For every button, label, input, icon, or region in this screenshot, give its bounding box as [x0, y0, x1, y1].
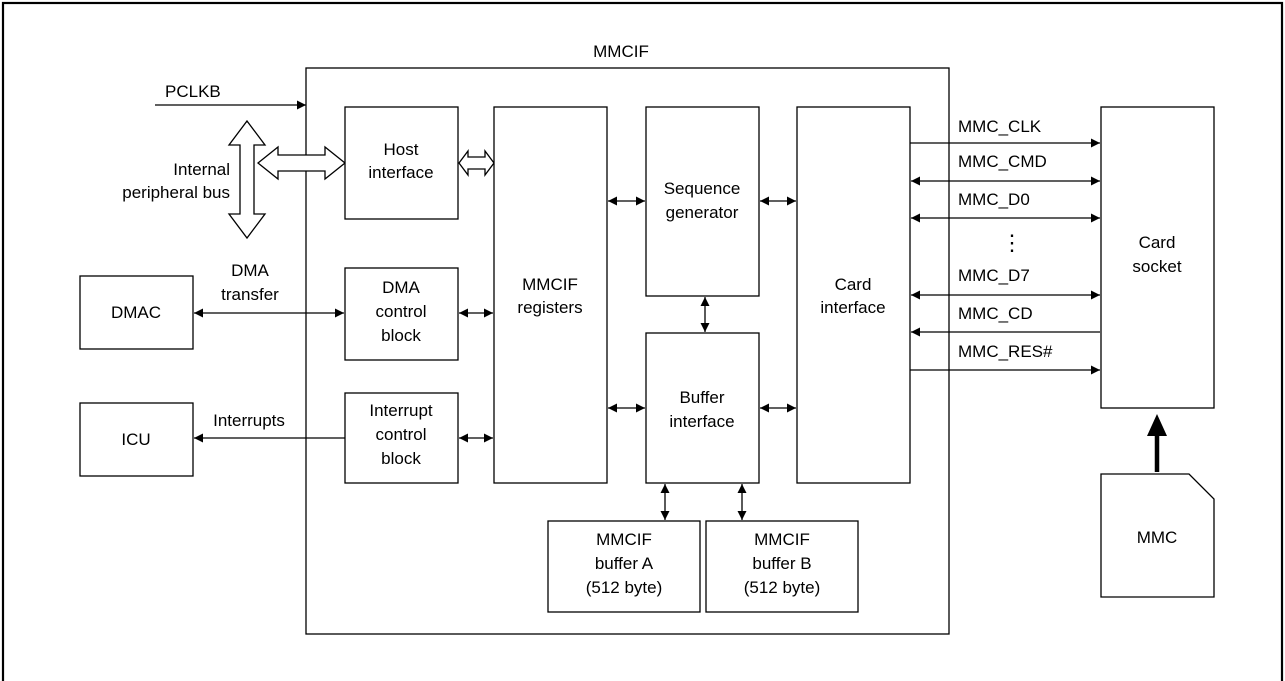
dma-transfer-label-line1: DMA: [231, 261, 269, 280]
icu-block: [79, 402, 194, 477]
buffer-a-label-line3: (512 byte): [586, 578, 663, 597]
sequence-generator-label-line1: Sequence: [664, 179, 741, 198]
interrupt-control-label-line2: control: [375, 425, 426, 444]
buffer-a-block: [547, 520, 701, 613]
mmc-card: [1100, 473, 1215, 598]
host-interface-label-line2: interface: [368, 163, 433, 182]
mmc-label: MMC: [1137, 528, 1178, 547]
buffer-a-label-line1: MMCIF: [596, 530, 652, 549]
internal-bus-label-line1: Internal: [173, 160, 230, 179]
buffer-b-label-line2: buffer B: [752, 554, 811, 573]
mmc-d7-label: MMC_D7: [958, 266, 1030, 285]
mmc-cmd-label: MMC_CMD: [958, 152, 1047, 171]
host-interface-label-line1: Host: [384, 140, 419, 159]
internal-bus-vertical-arrow: [227, 119, 267, 240]
internal-bus-label-line2: peripheral bus: [122, 183, 230, 202]
dmac-label: DMAC: [111, 303, 161, 322]
registers-label-line2: registers: [517, 298, 582, 317]
buffer-b-label-line3: (512 byte): [744, 578, 821, 597]
interrupt-control-block: [344, 392, 459, 484]
dma-control-label-line2: control: [375, 302, 426, 321]
card-socket-block: [1100, 106, 1215, 409]
sequence-generator-label-line2: generator: [666, 203, 739, 222]
buffer-interface-label-line1: Buffer: [679, 388, 724, 407]
dma-control-label-line3: block: [381, 326, 421, 345]
card-socket-label-line1: Card: [1139, 233, 1176, 252]
buffer-b-label-line1: MMCIF: [754, 530, 810, 549]
buffer-a-label-line2: buffer A: [595, 554, 654, 573]
card-interface-block: [796, 106, 911, 484]
mmcif-registers-block: [493, 106, 608, 484]
card-socket-label-line2: socket: [1132, 257, 1181, 276]
host-interface-block: [344, 106, 459, 220]
interrupt-control-label-line3: block: [381, 449, 421, 468]
dma-control-block: [344, 267, 459, 361]
mmcif-title: MMCIF: [593, 42, 649, 61]
card-interface-label-line1: Card: [835, 275, 872, 294]
interrupt-control-label-line1: Interrupt: [369, 401, 433, 420]
dmac-block: [79, 275, 194, 350]
registers-label-line1: MMCIF: [522, 275, 578, 294]
buffer-interface-block: [645, 332, 760, 484]
mmc-data-ellipsis: ⋮: [1001, 230, 1023, 255]
buffer-b-block: [705, 520, 859, 613]
pclkb-label: PCLKB: [165, 82, 221, 101]
interrupts-label: Interrupts: [213, 411, 285, 430]
mmc-clk-label: MMC_CLK: [958, 117, 1042, 136]
dma-control-label-line1: DMA: [382, 278, 420, 297]
buffer-interface-label-line2: interface: [669, 412, 734, 431]
mmc-cd-label: MMC_CD: [958, 304, 1033, 323]
card-interface-label-line2: interface: [820, 298, 885, 317]
dma-transfer-label-line2: transfer: [221, 285, 279, 304]
internal-bus-to-host-arrow: [256, 145, 347, 181]
icu-label: ICU: [121, 430, 150, 449]
mmc-d0-label: MMC_D0: [958, 190, 1030, 209]
mmc-insert-arrow-head: [1147, 414, 1167, 436]
mmc-res-label: MMC_RES#: [958, 342, 1053, 361]
sequence-generator-block: [645, 106, 760, 297]
